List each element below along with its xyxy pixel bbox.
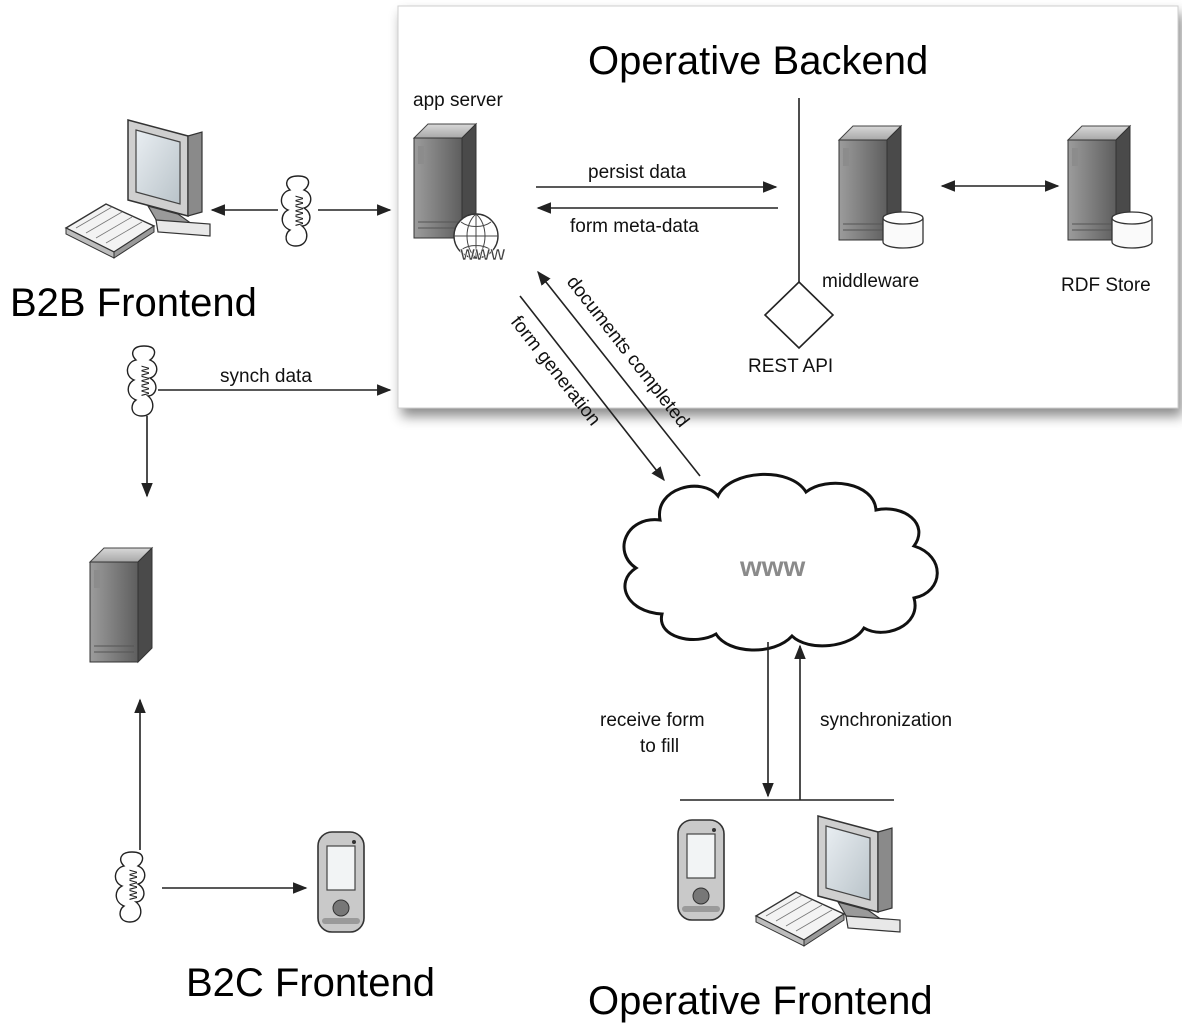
rdf-store-label: RDF Store (1061, 275, 1151, 296)
operative-backend-panel (397, 5, 1179, 409)
b2b-www-cloud-label: www (290, 195, 306, 227)
operative-mobile-device-icon (677, 819, 725, 921)
b2c-server-icon (89, 547, 153, 663)
middleware-label: middleware (822, 271, 919, 292)
synch-www-cloud-label: www (136, 365, 152, 397)
www-cloud-label: www (739, 551, 806, 582)
rest-api-diamond-icon (763, 280, 835, 350)
receive-form-label-line1: receive form (600, 710, 705, 731)
b2b-keyboard-icon (65, 203, 155, 259)
persist-data-label: persist data (588, 162, 687, 183)
app-server-www-badge: WWW (460, 247, 506, 264)
synch-data-label: synch data (220, 366, 312, 387)
rest-api-label: REST API (748, 356, 833, 377)
operative-frontend-title: Operative Frontend (588, 979, 933, 1023)
b2c-mobile-device-icon (317, 831, 365, 933)
b2c-frontend-title: B2C Frontend (186, 961, 435, 1005)
www-cloud-icon (622, 472, 939, 652)
b2b-frontend-title: B2B Frontend (10, 281, 257, 325)
operative-backend-title: Operative Backend (588, 39, 928, 83)
b2b-desktop-computer-icon (127, 119, 211, 237)
receive-form-label-line2: to fill (640, 736, 679, 757)
app-server-label: app server (413, 90, 503, 111)
form-generation-arrow (519, 295, 665, 482)
synchronization-label: synchronization (820, 710, 952, 731)
documents-completed-arrow (537, 270, 701, 477)
form-meta-data-label: form meta-data (570, 216, 699, 237)
app-server-icon: WWW (413, 123, 507, 264)
b2c-www-cloud-label: www (124, 869, 140, 901)
